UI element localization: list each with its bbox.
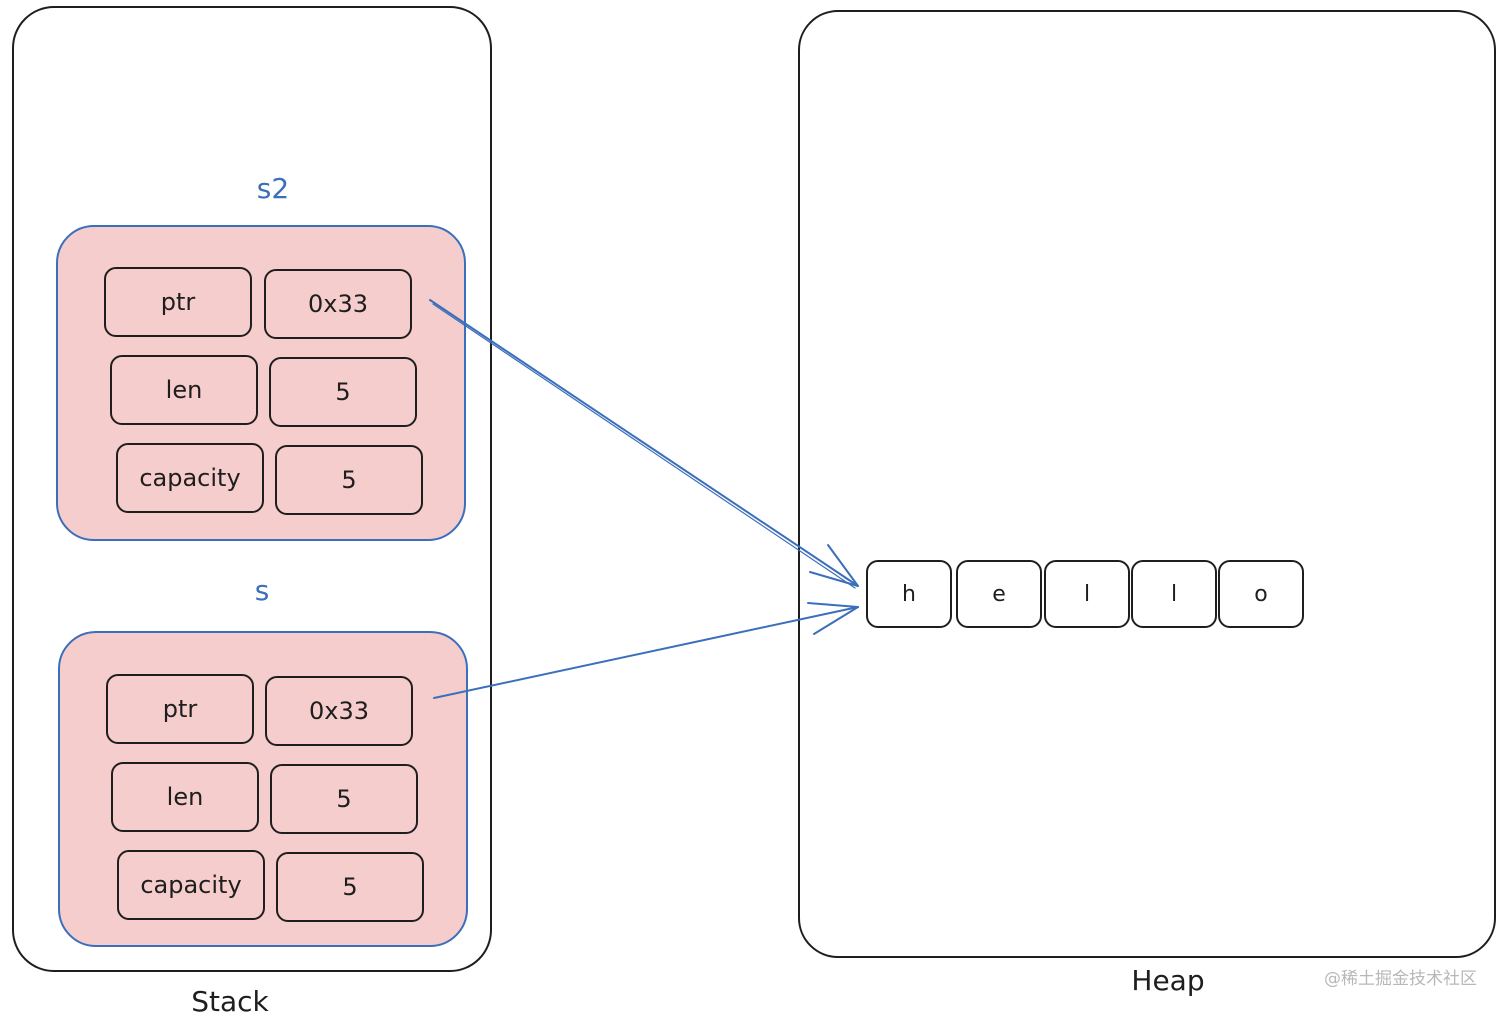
heap-label: Heap: [1131, 964, 1205, 997]
heap-byte-cell: l: [1131, 560, 1217, 628]
heap-byte-cell: o: [1218, 560, 1304, 628]
stack-label: Stack: [191, 985, 269, 1018]
variable-label-s: s: [254, 574, 270, 607]
field-key-ptr: ptr: [104, 267, 252, 337]
stack-panel: [12, 6, 492, 972]
arrow-s2-ptr-to-heap: [429, 299, 859, 587]
heap-panel: [798, 10, 1496, 958]
field-value-len: 5: [269, 357, 417, 427]
field-key-ptr: ptr: [106, 674, 254, 744]
heap-byte-cell: h: [866, 560, 952, 628]
field-value-ptr: 0x33: [264, 269, 412, 339]
arrow-s-ptr-to-heap: [433, 606, 859, 699]
variable-label-s2: s2: [256, 172, 290, 205]
arrow-head-s2: [809, 544, 859, 587]
field-key-len: len: [111, 762, 259, 832]
field-key-len: len: [110, 355, 258, 425]
heap-byte-cell: l: [1044, 560, 1130, 628]
field-value-capacity: 5: [276, 852, 424, 922]
watermark: @稀土掘金技术社区: [1324, 969, 1477, 989]
field-value-ptr: 0x33: [265, 676, 413, 746]
arrow-head-s: [807, 602, 859, 635]
field-key-capacity: capacity: [117, 850, 265, 920]
heap-byte-cell: e: [956, 560, 1042, 628]
field-value-capacity: 5: [275, 445, 423, 515]
field-value-len: 5: [270, 764, 418, 834]
field-key-capacity: capacity: [116, 443, 264, 513]
